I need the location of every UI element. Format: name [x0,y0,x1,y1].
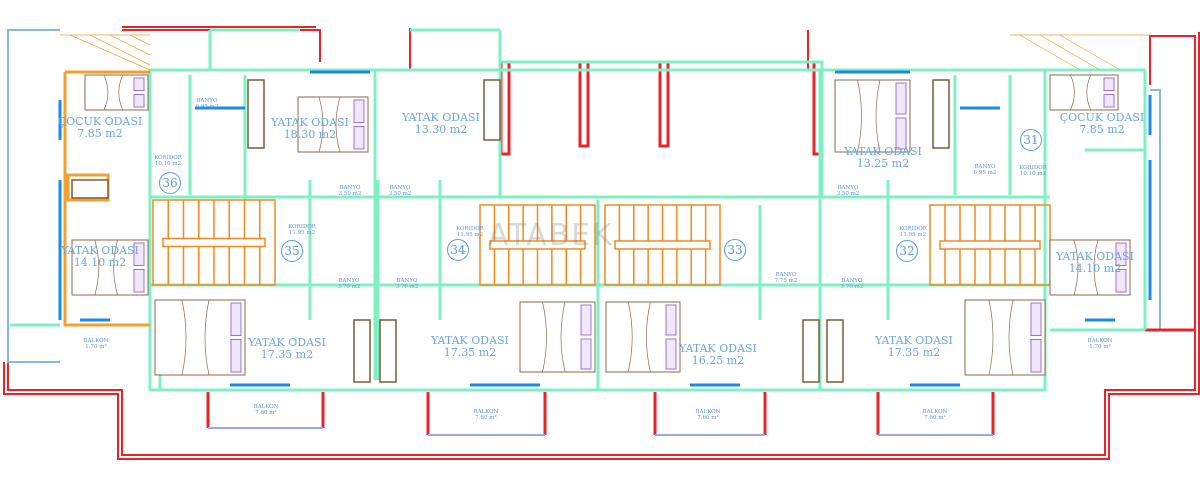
unit-number: 31 [1020,129,1042,151]
stair-handrail [489,240,586,250]
beds [71,74,1131,376]
bed-icon [964,299,1046,376]
watermark: ATABEK [488,218,614,253]
pillow [580,338,592,370]
bed-icon [1049,239,1131,296]
pillow [1103,77,1115,91]
pillow [133,77,145,91]
bed-sheet [94,239,118,296]
bed-icon [154,299,246,376]
outer-frame-left [7,29,1161,363]
wardrobes [71,79,950,383]
pillow [133,269,145,293]
staircase [604,204,721,286]
pillow [1115,242,1127,266]
staircase [929,204,1051,286]
bed-sheet [1070,74,1092,111]
unit-number: 34 [447,239,469,261]
windows [58,70,1152,387]
bed-icon [605,301,681,373]
staircase [152,199,276,286]
unit-number: 35 [281,240,303,262]
unit-number: 36 [159,172,181,194]
walls [10,28,1147,392]
pillow [580,304,592,336]
bed-sheet [627,301,651,373]
pillow [353,126,365,150]
outer-boundary [3,26,1200,460]
bed-sheet [103,74,124,111]
pillow [1103,94,1115,108]
pillow [133,242,145,266]
bed-sheet [1073,239,1099,296]
bed-frame [154,299,246,376]
bed-sheet [318,96,341,153]
bed-sheet [857,79,881,153]
pillow [1115,269,1127,293]
pillow [1030,339,1042,373]
stair-handrail [939,240,1041,250]
stairs [152,199,1051,286]
bed-icon [297,96,369,153]
pillow [895,117,907,150]
pillow [353,99,365,123]
pillow [133,94,145,108]
bed-sheet [542,301,566,373]
pillow [665,304,677,336]
stair-handrail [614,240,711,250]
pillow [1030,302,1042,336]
bed-sheet [181,299,210,376]
bed-icon [71,239,149,296]
stair-handrail [162,237,266,248]
bed-icon [1049,74,1119,111]
bed-icon [834,79,911,153]
unit-number: 32 [896,240,918,262]
pillow [895,82,907,115]
pillow [665,338,677,370]
bed-sheet [988,299,1014,376]
bed-icon [519,301,596,373]
pillow [230,302,242,336]
unit-number: 33 [724,239,746,261]
staircase [479,204,596,286]
balcony-rails [208,427,993,436]
bed-icon [84,74,149,111]
stair-lattice-top-left [60,34,1150,71]
pillow [230,339,242,373]
